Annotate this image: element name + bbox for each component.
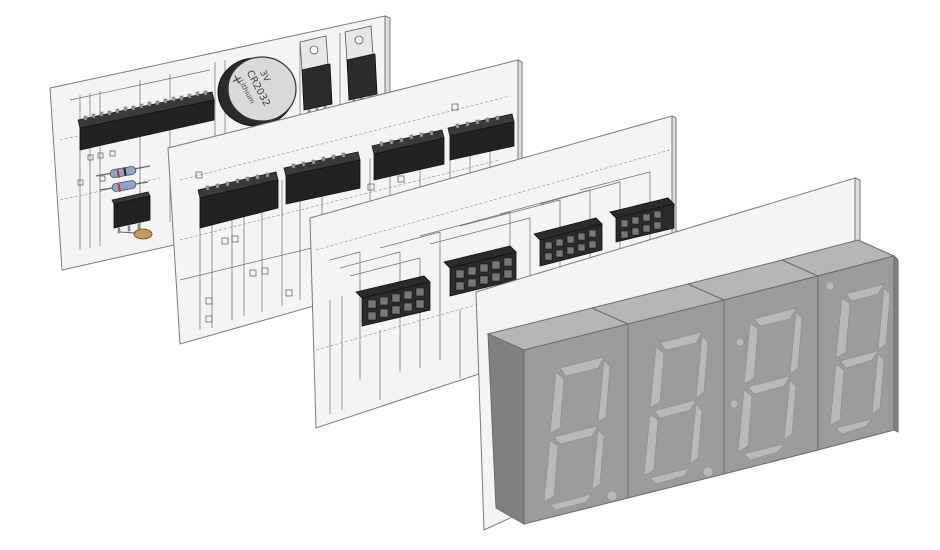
display-digit-3: [686, 259, 820, 475]
driver-ic-chip-4: [447, 113, 515, 161]
pin-header-socket-1: [355, 275, 431, 327]
pin-header-socket-2: [443, 245, 517, 297]
display-digit-2: [590, 283, 726, 499]
colon-separator: [729, 337, 745, 409]
controller-pads: [77, 150, 116, 186]
voltage-regulator-1: [299, 35, 333, 117]
driver-ic-chip-3: [371, 129, 445, 181]
driver-ic-chip-2: [283, 151, 361, 205]
display-digit-4: [780, 239, 899, 451]
resistor-icon: [95, 165, 151, 192]
display-digit-1: [486, 307, 630, 525]
capacitor-icon: [119, 228, 153, 240]
voltage-regulator-2: [344, 25, 378, 107]
seven-segment-display: [486, 239, 899, 525]
small-ic-chip: [111, 191, 151, 234]
socket-board: [309, 115, 677, 429]
controller-ic-chip: [77, 90, 215, 151]
pin-header-socket-3: [533, 217, 603, 267]
pin-header-socket-4: [609, 197, 675, 243]
driver-ic-chip-1: [197, 171, 279, 229]
driver-pads: [195, 103, 459, 323]
